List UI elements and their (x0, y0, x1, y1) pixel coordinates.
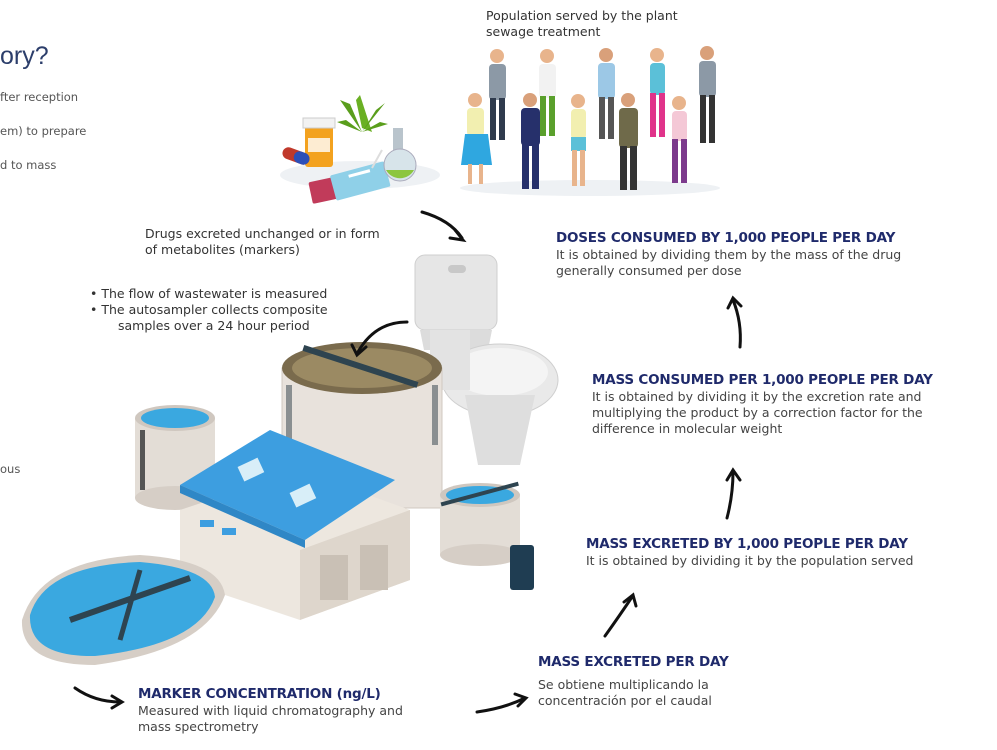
step-mass-excreted-day-desc: Se obtiene multiplicando la concentració… (538, 677, 712, 708)
left-panel-line-3: d to mass (0, 158, 57, 172)
step-doses-desc: It is obtained by dividing them by the m… (556, 247, 902, 278)
flow-note-3: samples over a 24 hour period (118, 318, 310, 333)
step-mass-excreted-day-title: MASS EXCRETED PER DAY (538, 654, 729, 670)
step-marker-title: MARKER CONCENTRATION (ng/L) (138, 686, 381, 702)
left-panel-line-2: em) to prepare (0, 124, 87, 138)
arrow-to-excreted-day-icon (475, 696, 527, 714)
flow-notes: • The flow of wastewater is measured • T… (90, 286, 380, 334)
round-tank-left-illustration (135, 405, 215, 510)
round-tank-right-illustration (440, 481, 534, 590)
left-panel-line-1: fter reception (0, 90, 79, 104)
step-mass-excreted-day: MASS EXCRETED PER DAY Se obtiene multipl… (538, 654, 778, 709)
step-mass-consumed-title: MASS CONSUMED PER 1,000 PEOPLE PER DAY (592, 372, 933, 388)
arrow-to-toilet-icon (420, 210, 464, 240)
arrow-to-consumed-1000-icon (725, 470, 735, 520)
step-mass-excreted-1000: MASS EXCRETED BY 1,000 PEOPLE PER DAY It… (586, 536, 991, 569)
arrow-to-tank-icon (356, 320, 409, 354)
step-mass-excreted-1000-desc: It is obtained by dividing it by the pop… (586, 553, 914, 568)
step-doses-title: DOSES CONSUMED BY 1,000 PEOPLE PER DAY (556, 230, 896, 246)
flow-note-2: • The autosampler collects composite (90, 302, 328, 317)
arrow-to-marker-icon (73, 686, 122, 704)
step-mass-excreted-1000-title: MASS EXCRETED BY 1,000 PEOPLE PER DAY (586, 536, 908, 552)
page-title-fragment: ory? (0, 42, 49, 70)
step-marker-desc: Measured with liquid chromatography and … (138, 703, 403, 734)
step-mass-consumed: MASS CONSUMED PER 1,000 PEOPLE PER DAY I… (592, 372, 992, 437)
drugs-illustration-icon (280, 95, 440, 204)
step-mass-consumed-desc: It is obtained by dividing it by the exc… (592, 389, 923, 436)
drugs-excreted-label: Drugs excreted unchanged or in form of m… (145, 226, 380, 257)
flow-arrows (73, 210, 743, 714)
left-panel-line-4: ous (0, 462, 21, 476)
step-doses-consumed: DOSES CONSUMED BY 1,000 PEOPLE PER DAY I… (556, 230, 976, 279)
population-crowd-illustration (460, 46, 720, 196)
flow-note-1: • The flow of wastewater is measured (90, 286, 328, 301)
arrow-to-excreted-1000-icon (603, 595, 634, 638)
oval-basin-illustration (21, 555, 225, 665)
step-marker-concentration: MARKER CONCENTRATION (ng/L) Measured wit… (138, 686, 438, 735)
arrow-to-doses-icon (731, 298, 742, 349)
treatment-building-illustration (180, 430, 410, 620)
population-label: Population served by the plant sewage tr… (486, 8, 678, 39)
